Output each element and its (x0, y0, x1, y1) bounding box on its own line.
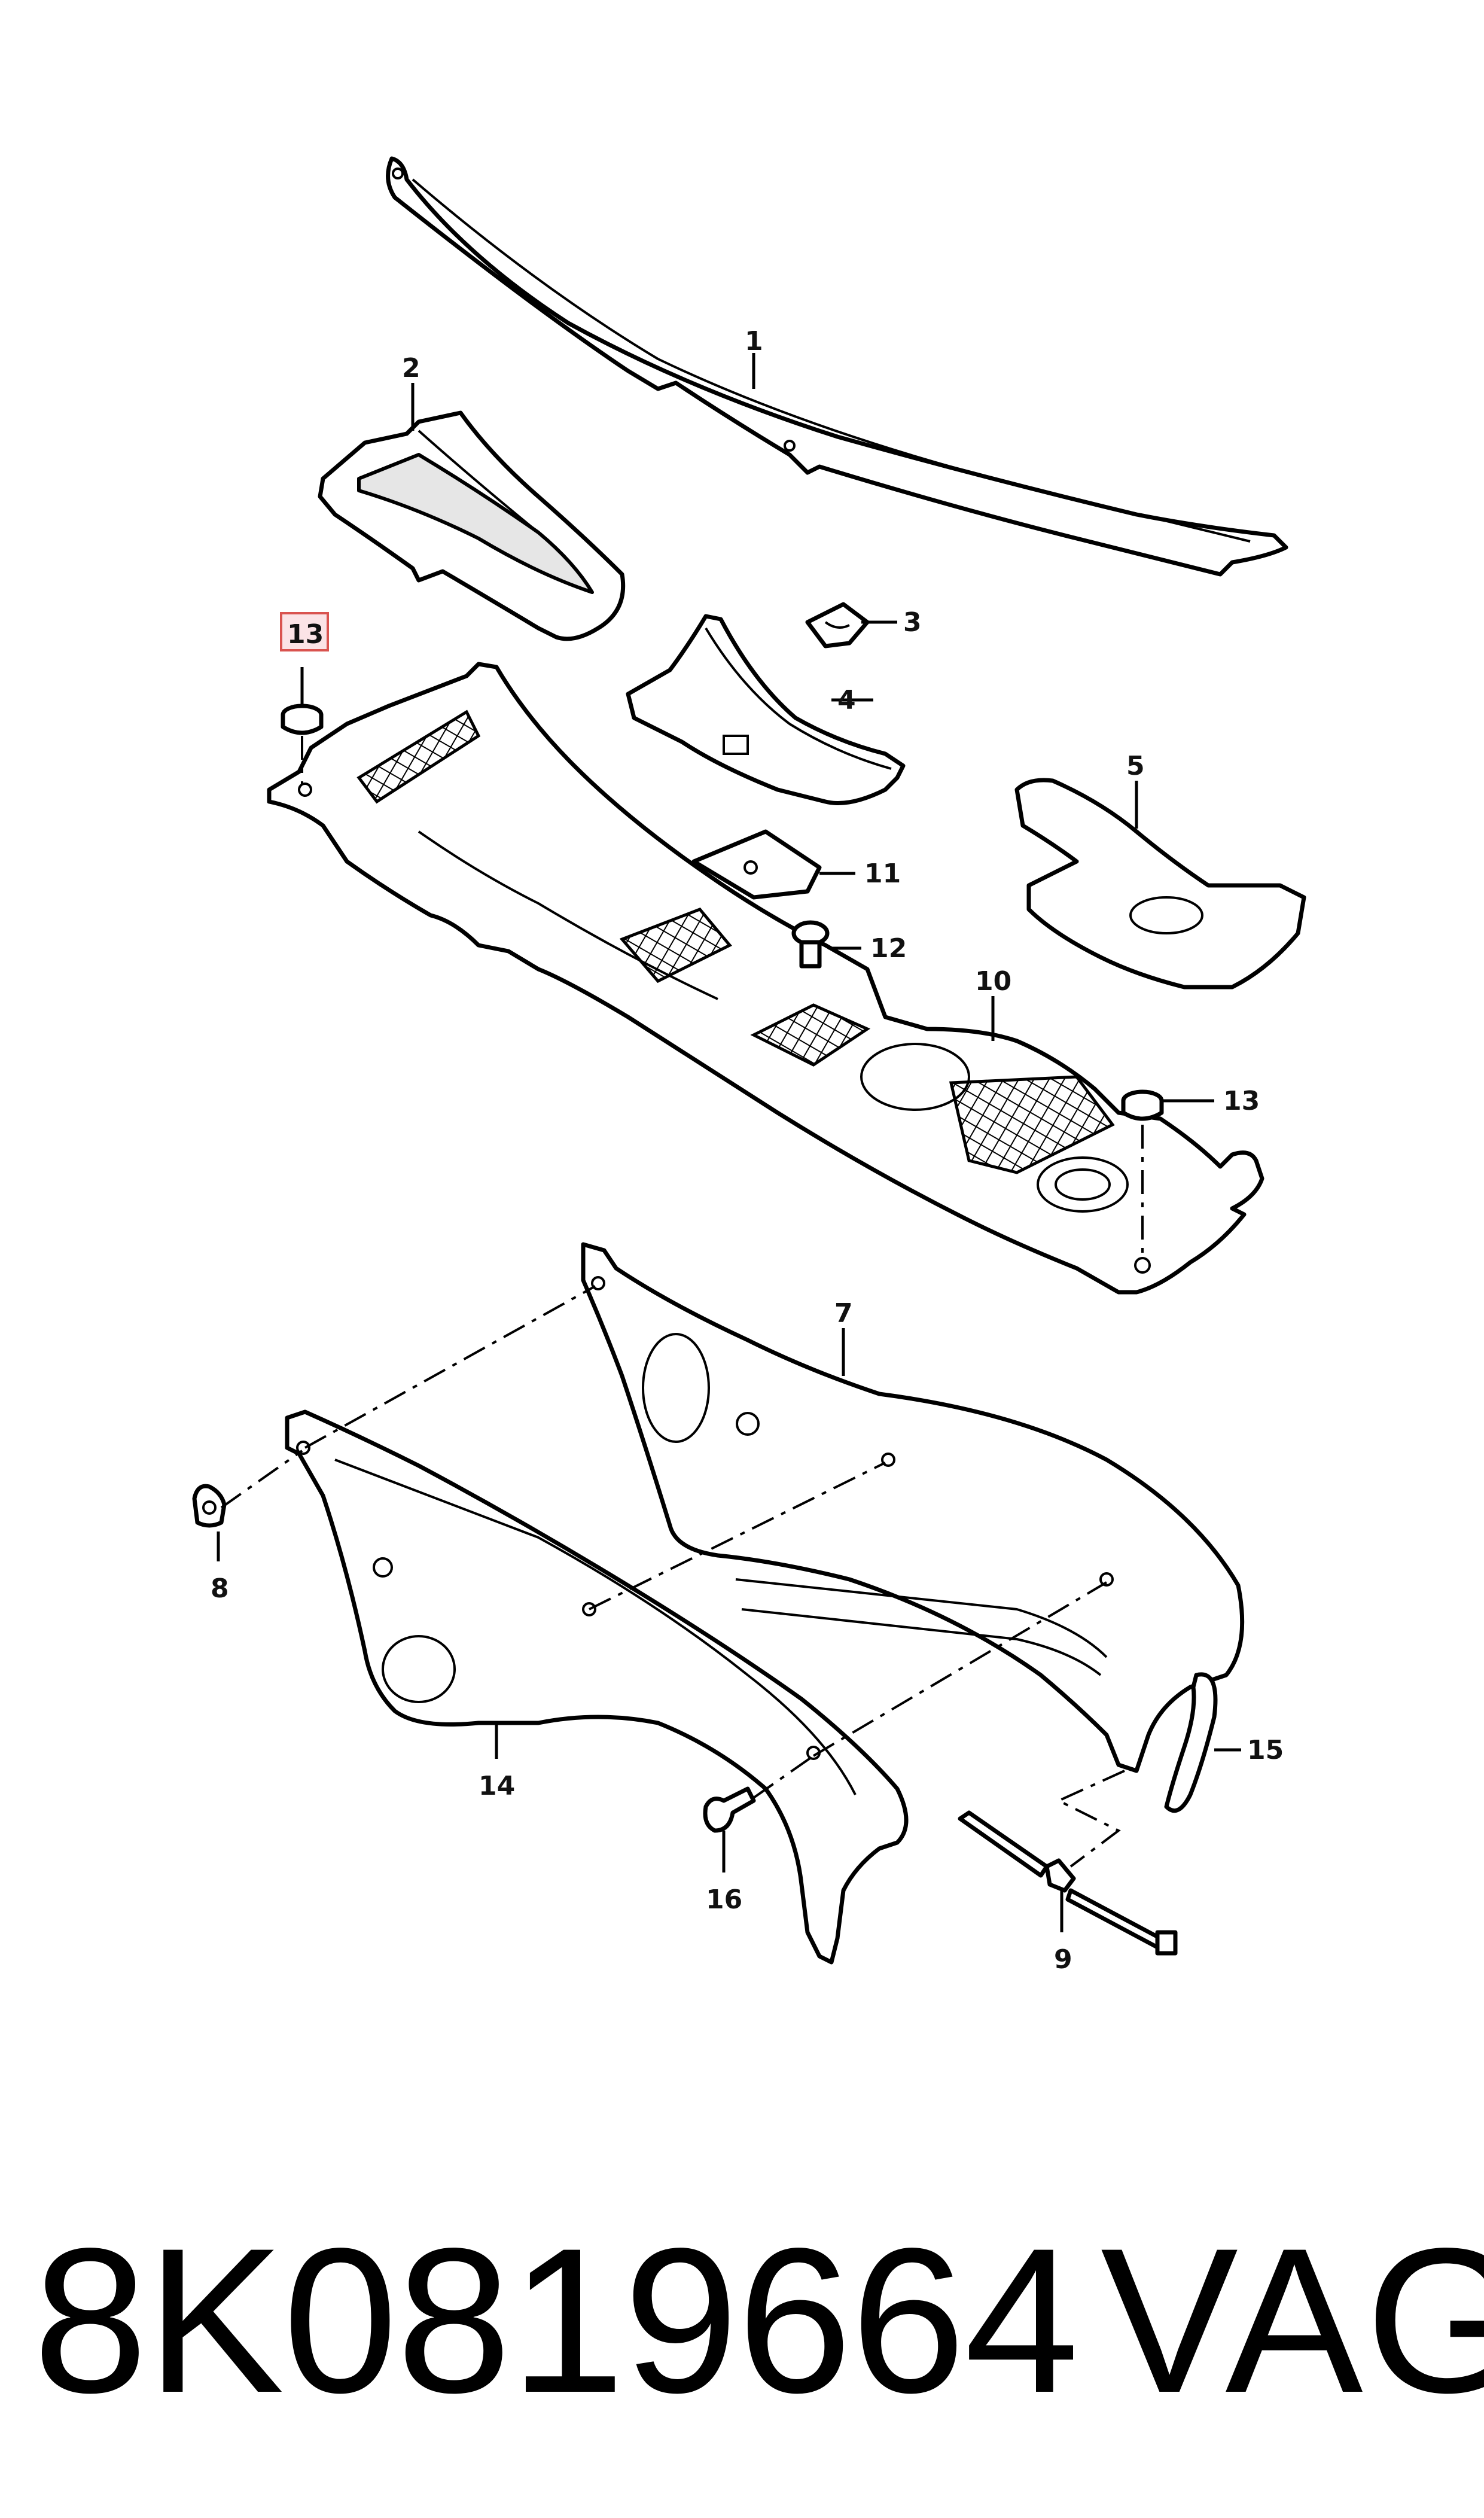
parts-diagram: 1 2 3 4 5 11 12 10 13 13 7 8 14 16 15 9 (192, 156, 1306, 1975)
part-15-hook-rod (1164, 1672, 1218, 1813)
highlight-box (280, 612, 329, 651)
part-8-nut (192, 1484, 227, 1528)
part-16-bolt (703, 1786, 756, 1833)
callout-9: 9 (1054, 1944, 1072, 1975)
part-13-grommet-right (1121, 1089, 1164, 1121)
callout-16: 16 (706, 1884, 742, 1915)
callouts: 1 2 3 4 5 11 12 10 13 13 7 8 14 16 15 9 (211, 326, 1284, 1975)
callout-5: 5 (1126, 751, 1145, 781)
part-number: 8K0819664 (33, 2206, 1079, 2436)
part-4-bracket (626, 614, 906, 805)
part-9-cable-tie (958, 1810, 1178, 1956)
callout-7: 7 (834, 1298, 853, 1329)
assembly-lines (220, 736, 1144, 1868)
callout-14: 14 (479, 1771, 515, 1801)
callout-8: 8 (211, 1573, 229, 1604)
callout-4: 4 (837, 685, 856, 715)
part-10-cowl-panel (267, 662, 1264, 1295)
part-1-seal-strip (386, 156, 1288, 577)
brand-name: VAG (1101, 2206, 1484, 2436)
callout-15: 15 (1247, 1735, 1284, 1765)
callout-3: 3 (903, 607, 922, 638)
callout-1: 1 (745, 326, 763, 357)
part-12-screw (791, 920, 830, 969)
part-11-cover-plate (691, 829, 822, 900)
callout-11: 11 (864, 858, 901, 889)
part-14-bulkhead-panel (285, 1409, 909, 1965)
leader-lines (217, 353, 1241, 1932)
part-2-air-duct (318, 410, 626, 641)
callout-10: 10 (975, 966, 1011, 997)
part-5-side-bracket (1014, 778, 1306, 989)
callout-13-highlighted: 13 (287, 619, 324, 650)
part-3-clip (805, 602, 870, 648)
callout-13-right: 13 (1223, 1086, 1260, 1116)
part-7-bulkhead-panel (581, 1242, 1245, 1773)
callout-12: 12 (870, 933, 907, 964)
part-13-grommet-left (281, 704, 324, 735)
callout-2: 2 (402, 353, 420, 383)
